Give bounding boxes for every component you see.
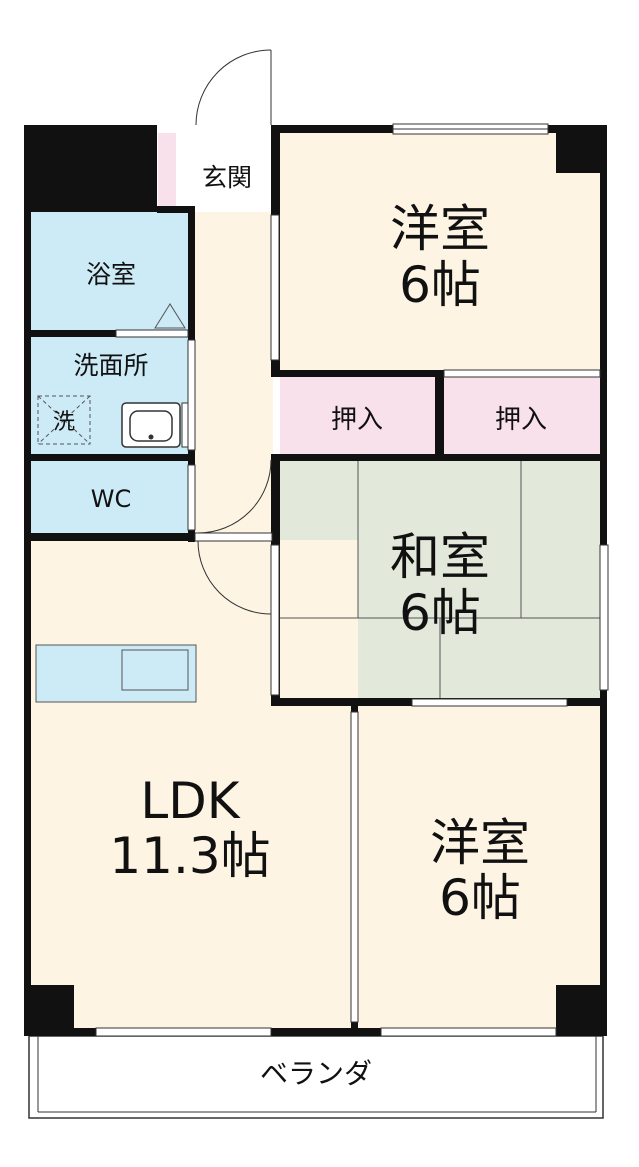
entrance-step xyxy=(158,133,176,211)
closet-left-floor xyxy=(280,377,435,454)
closet-left-name: 押入 xyxy=(331,405,383,435)
bathroom-floor xyxy=(30,212,188,330)
tatami-grid xyxy=(280,460,600,698)
western-room-bottom-name: 洋室 xyxy=(430,814,530,872)
balcony-floor xyxy=(28,1035,604,1119)
closet-right-name: 押入 xyxy=(495,405,547,435)
windows xyxy=(95,123,609,1037)
bathroom-triangle xyxy=(154,303,186,329)
western-room-bottom-floor xyxy=(358,706,600,1028)
hallway-floor xyxy=(195,212,273,542)
washer-space xyxy=(37,395,91,445)
washroom-name: 洗面所 xyxy=(73,351,148,380)
kitchen-sink xyxy=(121,649,189,691)
door-swings xyxy=(195,49,272,615)
western-room-top-size: 6帖 xyxy=(399,256,481,314)
japanese-room-size: 6帖 xyxy=(399,584,481,642)
western-room-top-floor xyxy=(280,133,600,370)
balcony-name: ベランダ xyxy=(260,1057,372,1090)
ldk-floor xyxy=(30,540,358,1028)
bathroom-name: 浴室 xyxy=(86,260,136,289)
toilet-floor xyxy=(30,461,188,533)
western-room-bottom-size: 6帖 xyxy=(439,869,521,927)
ldk-size: 11.3帖 xyxy=(109,827,270,885)
entrance-floor xyxy=(158,133,271,211)
toilet-name: WC xyxy=(91,485,132,513)
closet-right-floor xyxy=(444,377,600,454)
washer-label: 洗 xyxy=(53,410,75,435)
japanese-room-name: 和室 xyxy=(390,528,490,586)
entrance-name: 玄関 xyxy=(202,163,252,192)
ldk-name: LDK xyxy=(140,772,240,830)
western-room-top-name: 洋室 xyxy=(390,200,490,258)
